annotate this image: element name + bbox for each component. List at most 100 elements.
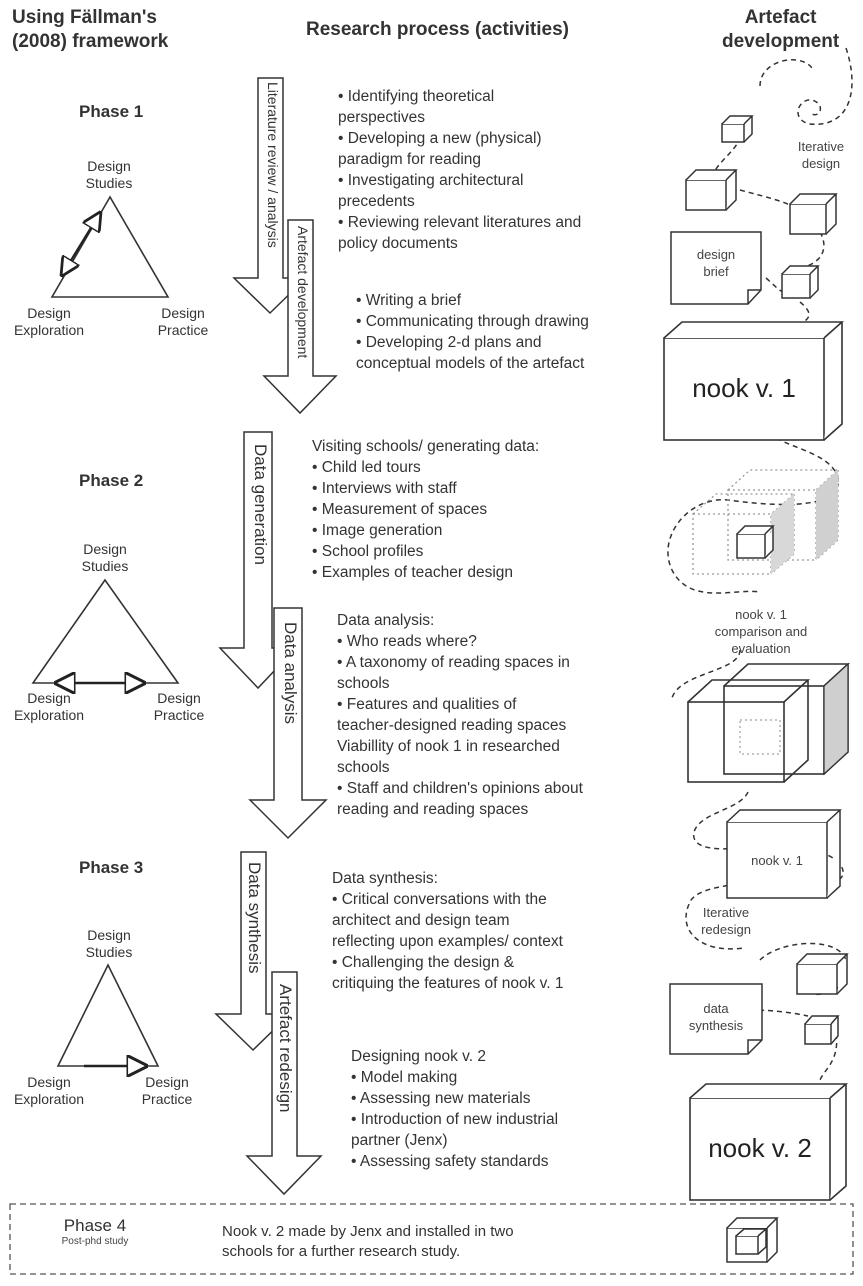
list-item: • Interviews with staff (312, 480, 457, 497)
list-item: • Challenging the design & (332, 954, 515, 971)
list-item: policy documents (338, 235, 458, 252)
list-item: • Critical conversations with the (332, 891, 547, 908)
design-brief-paper (670, 231, 762, 305)
cube-small-1 (721, 115, 754, 143)
column-header-research: Research process (activities) (306, 19, 569, 40)
label-line: Studies (85, 175, 133, 191)
list-item: perspectives (338, 109, 426, 126)
label-line: Design (161, 305, 205, 321)
list-item: schools (337, 759, 390, 776)
label-line: Design (87, 158, 131, 174)
tri3-exploration: Design Exploration (4, 1074, 94, 1108)
list-item: • Image generation (312, 522, 443, 539)
label-line: Design (145, 1074, 189, 1090)
dashed-path-phase2b (693, 791, 749, 850)
label-iterative-design: Iterative design (786, 138, 856, 172)
tri1-exploration: Design Exploration (4, 305, 94, 339)
header-line: Artefact (744, 7, 817, 28)
list-item: schools (337, 675, 390, 692)
triangle-phase-1 (50, 195, 170, 298)
list-item: • School profiles (312, 543, 424, 560)
arrow-label-literature: Literature review / analysis (265, 82, 281, 248)
arrow-artefact-redesign (245, 971, 323, 1196)
label-line: Design (157, 690, 201, 706)
label-line: Practice (157, 322, 209, 338)
phase4-label-block: Phase 4 Post-phd study (30, 1216, 160, 1247)
list-item: • Who reads where? (337, 633, 477, 650)
list-item: critiquing the features of nook v. 1 (332, 975, 564, 992)
tri3-studies: Design Studies (74, 927, 144, 961)
label-line: design (801, 156, 841, 171)
list-item: • Staff and children's opinions about (337, 780, 583, 797)
arrow-label-artefact-dev: Artefact development (295, 226, 311, 359)
label-line: Exploration (13, 707, 85, 723)
list-item: • Measurement of spaces (312, 501, 488, 518)
header-line: Using Fällman's (12, 7, 157, 28)
arrow-label-data-synthesis: Data synthesis (245, 862, 264, 974)
shade-1 (816, 470, 838, 560)
shade-2 (771, 494, 794, 574)
list-item: • Investigating architectural (338, 172, 524, 189)
text-line: schools for a further research study. (222, 1243, 461, 1260)
nook-v1-small-box (726, 809, 842, 899)
nook-v2-box (689, 1083, 849, 1201)
cube-small-2 (685, 169, 738, 211)
list-item: architect and design team (332, 912, 510, 929)
label-line: Practice (141, 1091, 193, 1107)
tri2-practice: Design Practice (144, 690, 214, 724)
label-line: design (696, 247, 736, 262)
label-line: Design (27, 690, 71, 706)
phase4-text: Nook v. 2 made by Jenx and installed in … (222, 1222, 514, 1262)
phase4-sublabel: Post-phd study (61, 1236, 129, 1247)
header-line: development (722, 31, 840, 52)
triangle-phase-2 (31, 578, 180, 684)
header-line: (2008) framework (12, 31, 169, 52)
phase1-activities-b: • Writing a brief • Communicating throug… (356, 290, 589, 374)
label-line: Exploration (13, 1091, 85, 1107)
label-line: nook v. 1 (735, 607, 787, 622)
list-item: • Introduction of new industrial (351, 1111, 559, 1128)
tri2-exploration: Design Exploration (4, 690, 94, 724)
list-item: • Communicating through drawing (356, 313, 589, 330)
list-item: Data synthesis: (332, 870, 438, 887)
arrow-label-data-generation: Data generation (251, 444, 270, 565)
phase4-frame (9, 1203, 854, 1275)
label-data-synthesis: data synthesis (672, 1000, 760, 1034)
label-design-brief: design brief (674, 246, 758, 280)
phase2-activities-a: Visiting schools/ generating data: • Chi… (312, 436, 539, 583)
list-item: Viabillity of nook 1 in researched (337, 738, 560, 755)
cube-small-6 (796, 953, 849, 995)
list-item: • Developing a new (physical) (338, 130, 542, 147)
list-item: conceptual models of the artefact (356, 355, 585, 372)
text-line: Nook v. 2 made by Jenx and installed in … (222, 1223, 514, 1240)
label-line: Design (87, 927, 131, 943)
label-nook-v1: nook v. 1 (692, 373, 796, 403)
data-synthesis-paper (669, 983, 763, 1055)
list-item: • A taxonomy of reading spaces in (337, 654, 570, 671)
phase1-activities-a: • Identifying theoretical perspectives •… (338, 86, 581, 254)
list-item: paradigm for reading (338, 151, 482, 168)
triangle-arrow-phase-1 (62, 213, 100, 275)
label-line: synthesis (688, 1018, 744, 1033)
label-iterative-redesign: Iterative redesign (690, 904, 762, 938)
list-item: Designing nook v. 2 (351, 1048, 486, 1065)
list-item: • Identifying theoretical (338, 88, 495, 105)
list-item: • Assessing new materials (351, 1090, 531, 1107)
shade-3 (823, 662, 849, 776)
label-line: Studies (81, 558, 129, 574)
phase-2-label: Phase 2 (79, 471, 144, 490)
phase-3-label: Phase 3 (79, 858, 144, 877)
list-item: Visiting schools/ generating data: (312, 438, 540, 455)
label-line: Studies (85, 944, 133, 960)
label-line: brief (703, 264, 729, 279)
arrow-data-analysis (248, 607, 328, 840)
list-item: partner (Jenx) (351, 1132, 448, 1149)
phase4-label: Phase 4 (63, 1216, 127, 1235)
column-header-artefact: Artefact development (722, 6, 839, 54)
dashed-path-phase1 (711, 47, 853, 325)
tri1-practice: Design Practice (148, 305, 218, 339)
list-item: • Assessing safety standards (351, 1153, 549, 1170)
label-line: data (703, 1001, 729, 1016)
label-nook-v2: nook v. 2 (708, 1133, 812, 1163)
